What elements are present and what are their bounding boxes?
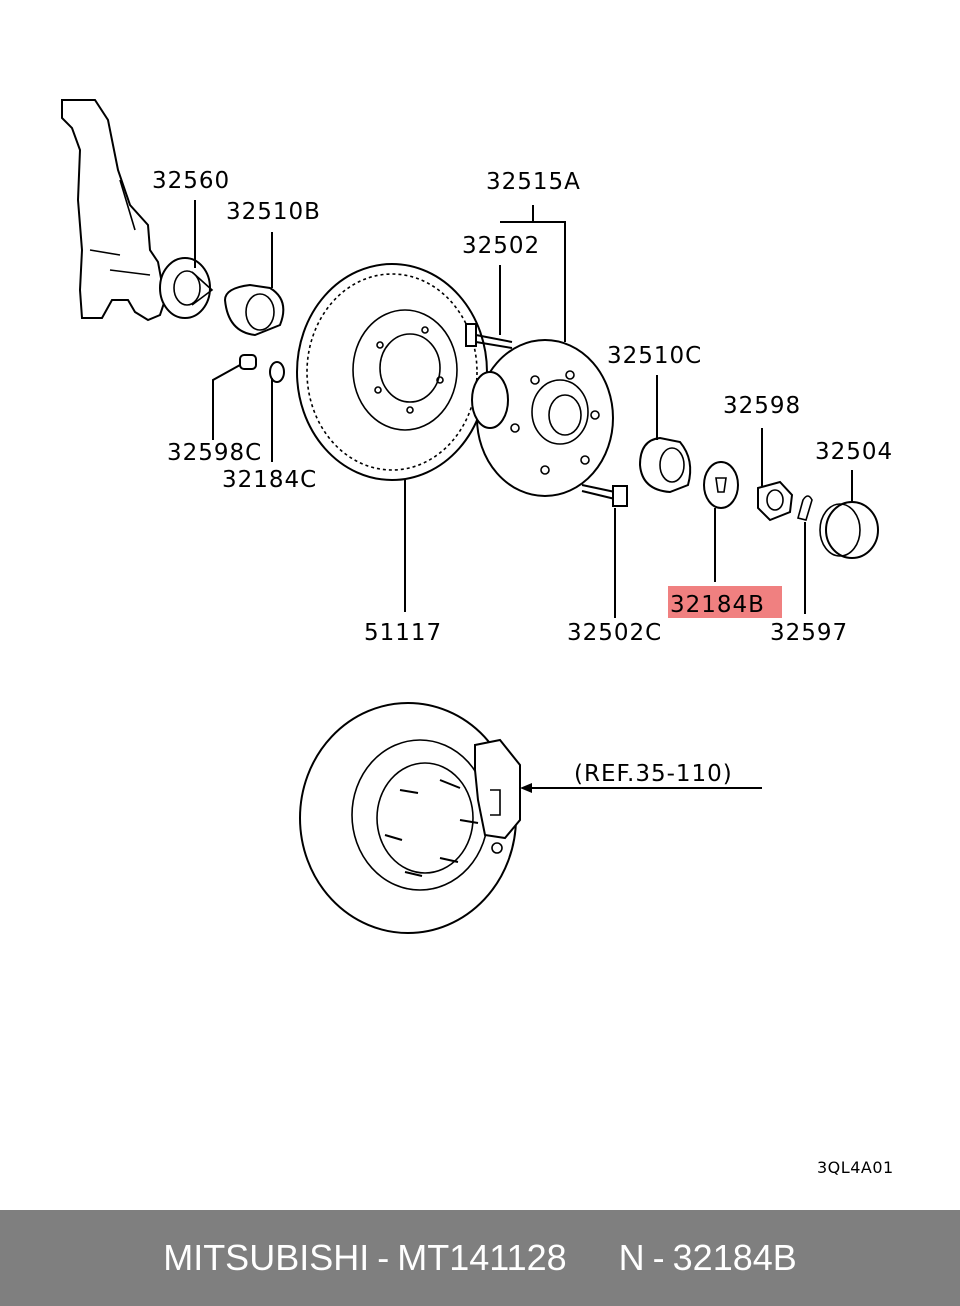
highlight-box bbox=[668, 586, 782, 618]
assembly-drawing bbox=[299, 702, 521, 934]
bearing-32560-drawing bbox=[159, 257, 214, 319]
label-reference: (REF.35-110) bbox=[574, 761, 733, 787]
hub-cap-drawing bbox=[819, 501, 879, 559]
footer-separator-2: - bbox=[652, 1237, 665, 1278]
label-32184C: 32184C bbox=[222, 467, 317, 493]
footer-brand: MITSUBISHI bbox=[163, 1237, 370, 1278]
footer-part-number: MT141128 bbox=[397, 1237, 567, 1278]
label-32560: 32560 bbox=[152, 168, 230, 194]
parts-diagram: 32560 32510B 32515A 32502 32510C 32598 3… bbox=[61, 99, 894, 1177]
washer-32184C-drawing bbox=[269, 361, 285, 383]
label-32502: 32502 bbox=[462, 233, 540, 259]
footer-separator: - bbox=[377, 1237, 390, 1278]
bolt-32502C-drawing bbox=[581, 484, 628, 507]
label-32598: 32598 bbox=[723, 393, 801, 419]
label-32504: 32504 bbox=[815, 439, 893, 465]
label-32510B: 32510B bbox=[226, 199, 321, 225]
label-51117: 51117 bbox=[364, 620, 442, 646]
footer-n-label: N bbox=[618, 1237, 645, 1278]
reference-arrow bbox=[520, 783, 762, 793]
cotter-pin-drawing bbox=[797, 495, 813, 521]
label-32510C: 32510C bbox=[607, 343, 702, 369]
label-32184B: 32184B bbox=[670, 592, 765, 618]
footer-bar: MITSUBISHI - MT141128 N - 32184B bbox=[0, 1210, 960, 1306]
label-32597: 32597 bbox=[770, 620, 848, 646]
washer-32184B-drawing bbox=[703, 461, 739, 509]
knuckle-drawing bbox=[61, 99, 167, 322]
stud-32502-drawing bbox=[465, 323, 513, 349]
diagram-code: 3QL4A01 bbox=[817, 1158, 894, 1177]
bearing-32510C-drawing bbox=[638, 436, 692, 494]
label-32598C: 32598C bbox=[167, 440, 262, 466]
footer-ref-number: 32184B bbox=[672, 1237, 797, 1278]
nut-32598-drawing bbox=[757, 480, 794, 522]
leader-lines bbox=[194, 200, 853, 618]
label-32502C: 32502C bbox=[567, 620, 662, 646]
label-32515A: 32515A bbox=[486, 169, 581, 195]
hub-drawing bbox=[471, 339, 614, 497]
brake-disc-drawing bbox=[296, 263, 488, 481]
nut-32598C-drawing bbox=[239, 354, 257, 370]
bearing-32510B-drawing bbox=[223, 283, 285, 337]
